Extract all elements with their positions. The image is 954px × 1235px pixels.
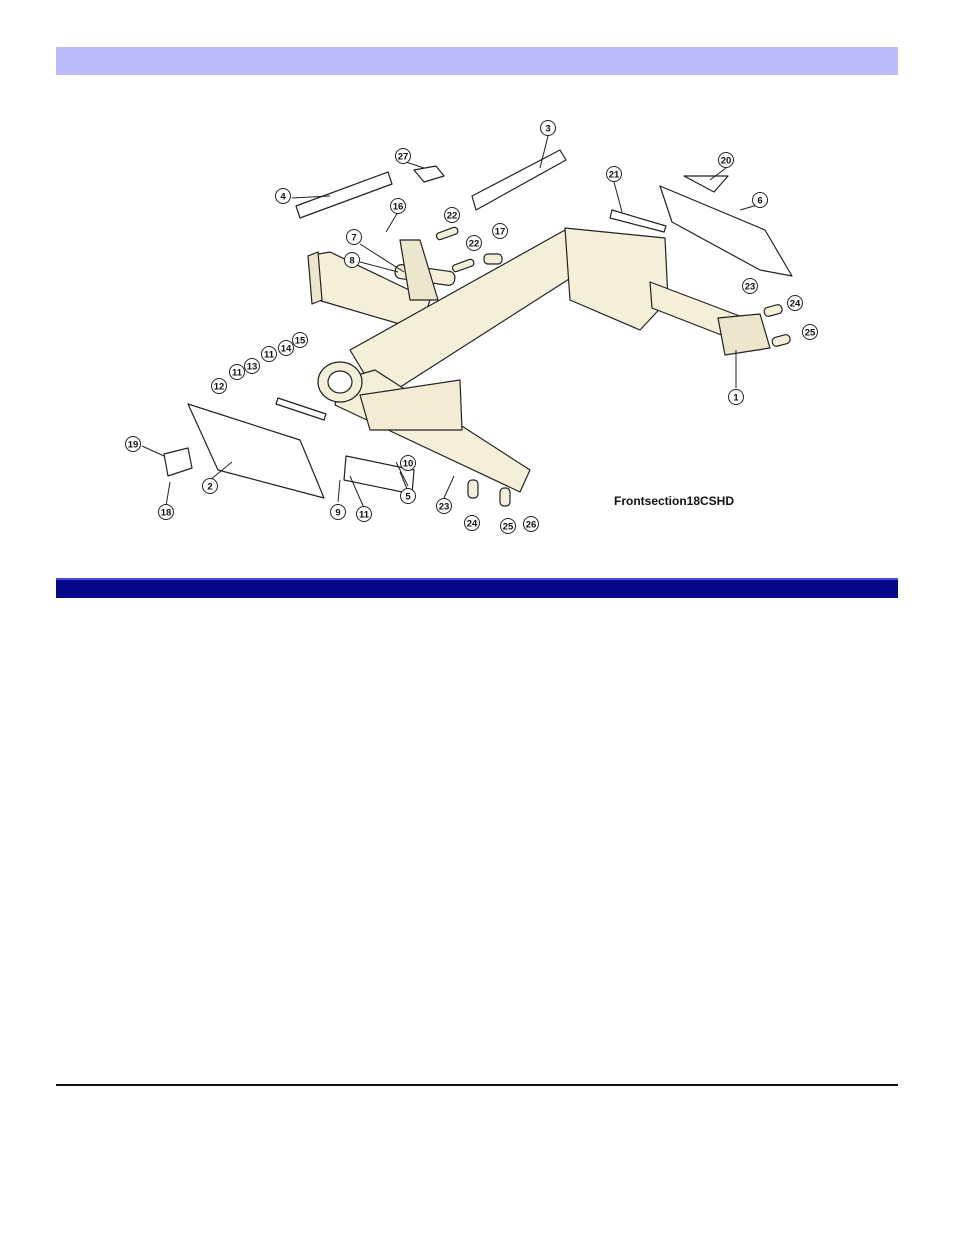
part-3-rail	[471, 149, 567, 211]
callout-22: 22	[444, 207, 460, 223]
callout-19: 19	[125, 436, 141, 452]
callout-label: 6	[757, 196, 762, 207]
callout-6: 6	[752, 192, 768, 208]
callout-label: 26	[526, 520, 537, 531]
callout-25: 25	[802, 324, 818, 340]
right-housing	[564, 227, 669, 331]
callout-15: 15	[292, 332, 308, 348]
callout-7: 7	[346, 229, 362, 245]
callout-9: 9	[330, 504, 346, 520]
callout-13: 13	[244, 358, 260, 374]
callout-label: 14	[281, 344, 292, 355]
callout-label: 25	[805, 328, 816, 339]
callout-label: 27	[398, 152, 409, 163]
part-6-plate	[659, 185, 793, 277]
callout-label: 11	[232, 368, 243, 379]
part-20-plate	[683, 175, 729, 193]
callout-label: 23	[439, 502, 450, 513]
callout-18: 18	[158, 504, 174, 520]
callout-label: 10	[403, 459, 414, 470]
callout-21: 21	[606, 166, 622, 182]
callout-label: 24	[467, 519, 478, 530]
callout-17: 17	[492, 223, 508, 239]
bushing-17	[483, 253, 503, 265]
callout-10: 10	[400, 455, 416, 471]
callout-label: 22	[469, 239, 480, 250]
part-21-bar	[609, 209, 667, 233]
callout-3: 3	[540, 120, 556, 136]
part-4-rail	[295, 171, 393, 219]
callout-11: 11	[356, 506, 372, 522]
callout-12: 12	[211, 378, 227, 394]
callout-label: 24	[790, 299, 801, 310]
callout-27: 27	[395, 148, 411, 164]
callout-label: 19	[128, 440, 139, 451]
callout-label: 23	[745, 282, 756, 293]
pin-24a	[763, 304, 783, 317]
callout-label: 1	[733, 393, 739, 404]
callout-label: 11	[359, 510, 370, 521]
callout-1: 1	[728, 389, 744, 405]
callout-label: 9	[335, 508, 340, 519]
callout-label: 3	[545, 124, 550, 135]
part-27-shim	[413, 165, 445, 183]
pin-22b	[451, 258, 475, 273]
callout-label: 13	[247, 362, 258, 373]
callout-label: 5	[405, 492, 411, 503]
callout-11: 11	[229, 364, 245, 380]
callout-20: 20	[718, 152, 734, 168]
callout-24: 24	[787, 295, 803, 311]
callout-label: 2	[207, 482, 212, 493]
section-header-band	[56, 578, 898, 598]
callout-25: 25	[500, 518, 516, 534]
callout-8: 8	[344, 252, 360, 268]
pin-25b	[499, 487, 511, 507]
pin-22a	[435, 226, 459, 241]
callout-label: 16	[393, 202, 404, 213]
part-13-bar	[275, 397, 327, 421]
leader-lines	[141, 135, 769, 509]
callout-5: 5	[400, 488, 416, 504]
pivot-tube-inner	[327, 370, 353, 394]
callout-26: 26	[523, 516, 539, 532]
lower-arm-plate	[359, 379, 463, 431]
header-band	[56, 47, 898, 75]
callout-14: 14	[278, 340, 294, 356]
callout-22: 22	[466, 235, 482, 251]
pin-24b	[467, 479, 479, 499]
callout-11: 11	[261, 346, 277, 362]
callout-label: 17	[495, 227, 506, 238]
callout-24: 24	[464, 515, 480, 531]
callout-2: 2	[202, 478, 218, 494]
upper-bracket	[399, 239, 439, 301]
callout-4: 4	[275, 188, 291, 204]
callout-label: 25	[503, 522, 514, 533]
part-2-plate	[187, 403, 325, 499]
callout-23: 23	[436, 498, 452, 514]
callout-23: 23	[742, 278, 758, 294]
rear-beam-end	[307, 251, 323, 305]
callout-label: 20	[721, 156, 732, 167]
callout-label: 21	[609, 170, 620, 181]
callout-label: 8	[349, 256, 354, 267]
diagram-caption: Frontsection18CSHD	[614, 494, 735, 508]
right-clevis	[717, 313, 771, 356]
part-19-bracket	[163, 447, 193, 477]
callout-label: 18	[161, 508, 172, 519]
callout-label: 7	[351, 233, 356, 244]
footer-rule	[56, 1084, 898, 1086]
pin-25a	[771, 334, 791, 347]
callout-label: 4	[280, 192, 286, 203]
callout-label: 12	[214, 382, 225, 393]
callout-label: 22	[447, 211, 458, 222]
callout-label: 15	[295, 336, 306, 347]
callout-label: 11	[264, 350, 275, 361]
callout-16: 16	[390, 198, 406, 214]
